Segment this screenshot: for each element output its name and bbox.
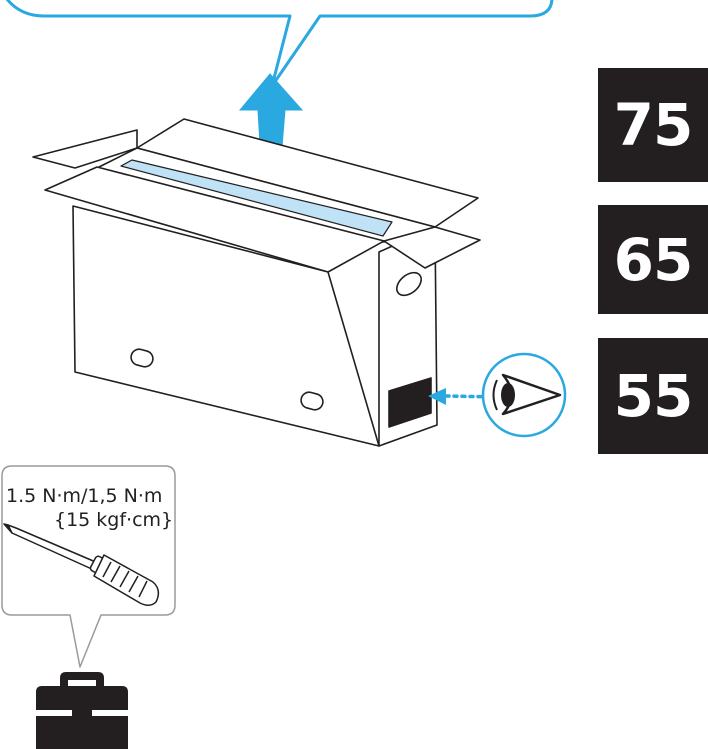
size-badge-55: 55 [598, 338, 708, 454]
screwdriver-icon [3, 523, 160, 606]
eye-icon [481, 352, 567, 438]
look-arrow [428, 388, 502, 405]
torque-value-text: 1.5 N·m/1,5 N·m [6, 485, 163, 507]
box-handle-hole [396, 271, 422, 297]
box-model-label [388, 377, 432, 428]
box-right-flap [383, 226, 481, 269]
torque-value-kgf-text: {15 kgf·cm} [54, 509, 174, 531]
tv-box [32, 118, 481, 447]
box-handle-hole [300, 391, 324, 411]
box-handle-hole [130, 348, 154, 368]
tv-panel-glass [120, 159, 393, 237]
toolbox-icon [36, 672, 128, 749]
size-badge-65: 65 [598, 205, 708, 314]
top-callout-bubble [5, 0, 554, 88]
size-badge-75: 75 [598, 68, 708, 182]
